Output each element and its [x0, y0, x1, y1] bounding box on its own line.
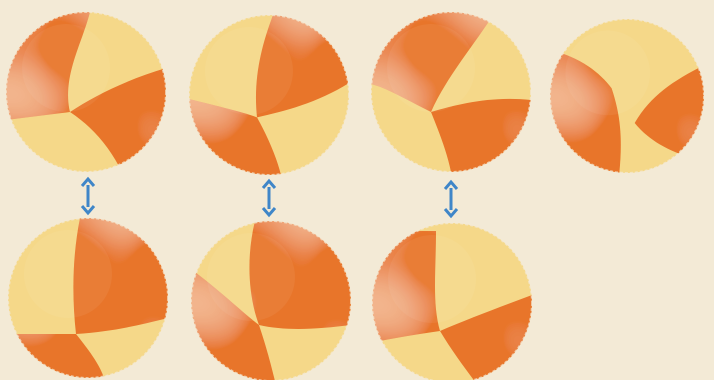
- ball-bottom-3: [372, 223, 532, 380]
- ball-bottom-2: [191, 221, 351, 380]
- ball-bottom-1: [8, 218, 168, 378]
- double-vertical-arrow-icon: [263, 181, 275, 215]
- ball-top-1: [6, 12, 166, 172]
- double-vertical-arrow-icon: [445, 182, 457, 216]
- ball-top-3: [371, 12, 531, 172]
- ball-top-4: [550, 19, 704, 173]
- double-vertical-arrow-icon: [82, 179, 94, 213]
- ball-top-2: [189, 15, 349, 175]
